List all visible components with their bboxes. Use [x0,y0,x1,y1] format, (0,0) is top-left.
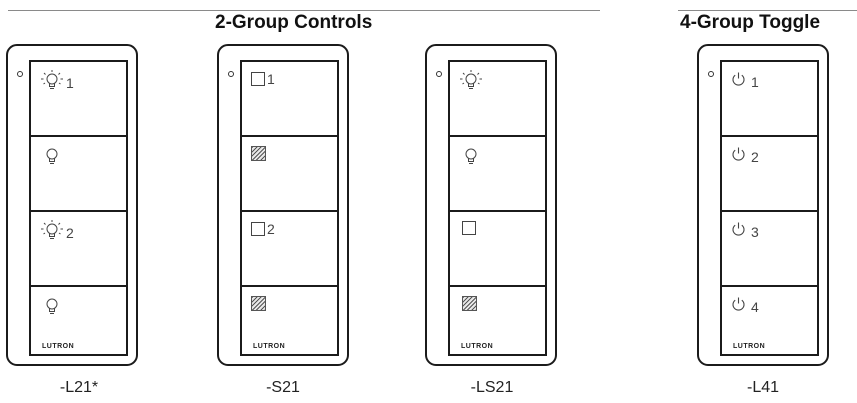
bulb-off-icon [40,294,64,321]
bulb-on-icon [40,69,64,96]
status-led [17,71,23,77]
status-led [436,71,442,77]
button-panel: 1 2 [29,60,128,356]
remote-button-4[interactable]: 4 LUTRON [722,287,817,362]
button-number: 4 [751,298,759,315]
button-panel: LUTRON [448,60,547,356]
shade-closed-icon [462,296,477,311]
brand-logo: LUTRON [42,343,75,350]
remote-button-4[interactable]: LUTRON [31,287,126,362]
pico-remote-ls21: LUTRON [425,44,557,366]
header-rule-two-group [8,10,600,11]
status-led [228,71,234,77]
remote-button-4[interactable]: LUTRON [450,287,545,362]
remote-button-1[interactable]: 1 [722,62,817,137]
remote-button-4[interactable]: LUTRON [242,287,337,362]
bulb-off-icon [459,144,483,171]
remote-button-2[interactable]: 2 [722,137,817,212]
remote-button-3[interactable] [450,212,545,287]
remote-button-1[interactable]: 1 [31,62,126,137]
button-number: 2 [66,224,74,241]
pico-remote-l21: 1 2 [6,44,138,366]
brand-logo: LUTRON [461,343,494,350]
shade-open-icon [251,222,265,236]
shade-open-icon [251,72,265,86]
bulb-on-icon [40,219,64,246]
model-label: -S21 [266,379,300,396]
remote-button-3[interactable]: 2 [242,212,337,287]
model-label: -L21* [59,379,99,396]
power-icon [731,296,746,317]
shade-closed-icon [251,296,266,311]
shade-open-icon [462,221,476,235]
power-icon [731,221,746,242]
button-number: 3 [751,223,759,240]
button-number: 1 [751,73,759,90]
remote-button-1[interactable]: 1 [242,62,337,137]
shade-closed-icon [251,146,266,161]
model-label: -LS21 [470,379,514,396]
button-number: 2 [751,148,759,165]
remote-button-3[interactable]: 3 [722,212,817,287]
model-label: -L41 [746,379,780,396]
pico-remote-l41: 1 2 3 4 [697,44,829,366]
brand-logo: LUTRON [733,343,766,350]
power-icon [731,71,746,92]
bulb-on-icon [459,69,483,96]
brand-logo: LUTRON [253,343,286,350]
header-rule-four-group [678,10,857,11]
remote-button-1[interactable] [450,62,545,137]
button-panel: 1 2 3 4 [720,60,819,356]
bulb-off-icon [40,144,64,171]
remote-button-2[interactable] [242,137,337,212]
power-icon [731,146,746,167]
remote-button-3[interactable]: 2 [31,212,126,287]
pico-remote-s21: 1 2 LUTRON [217,44,349,366]
button-number: 1 [267,71,275,87]
button-number: 2 [267,221,275,237]
status-led [708,71,714,77]
remote-button-2[interactable] [450,137,545,212]
remote-button-2[interactable] [31,137,126,212]
button-number: 1 [66,74,74,91]
two-group-title: 2-Group Controls [215,12,373,33]
button-panel: 1 2 LUTRON [240,60,339,356]
four-group-title: 4-Group Toggle [680,12,821,33]
